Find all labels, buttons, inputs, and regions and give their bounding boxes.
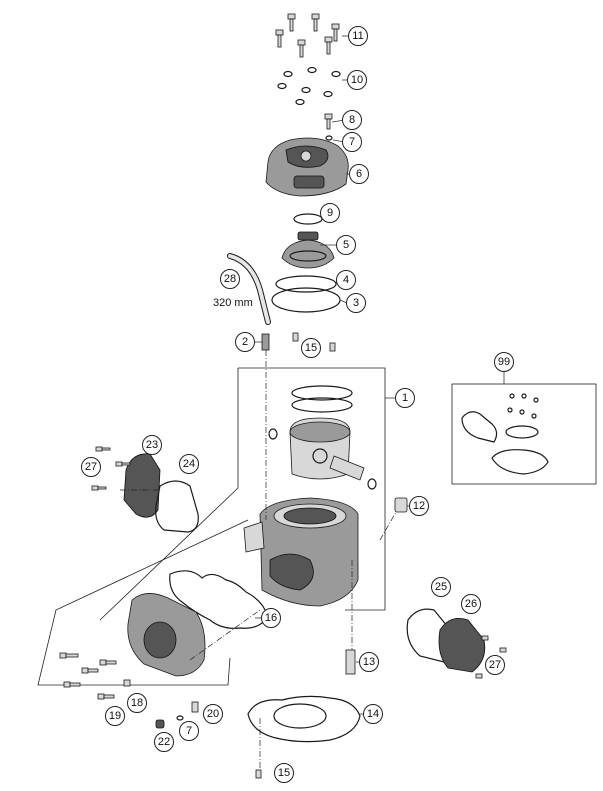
valve-cover-gasket bbox=[155, 480, 199, 533]
svg-text:99: 99 bbox=[498, 356, 510, 368]
callout-11: 11 bbox=[348, 26, 368, 46]
svg-text:24: 24 bbox=[183, 458, 195, 470]
svg-text:11: 11 bbox=[352, 30, 363, 42]
callout-6: 6 bbox=[349, 164, 369, 184]
callout-27-left: 27 bbox=[81, 457, 101, 477]
callout-7-top: 7 bbox=[342, 132, 362, 152]
svg-text:27: 27 bbox=[489, 659, 501, 671]
callout-25: 25 bbox=[431, 577, 451, 597]
callout-18: 18 bbox=[127, 693, 147, 713]
svg-text:8: 8 bbox=[349, 114, 355, 126]
svg-text:12: 12 bbox=[413, 500, 425, 512]
callout-2: 2 bbox=[235, 332, 255, 352]
hex-nut bbox=[394, 497, 408, 513]
svg-text:19: 19 bbox=[109, 710, 121, 722]
callout-99: 99 bbox=[494, 352, 514, 372]
callout-1: 1 bbox=[395, 388, 415, 408]
callout-14: 14 bbox=[363, 704, 383, 724]
side-cover bbox=[438, 617, 486, 673]
combustion-chamber-insert bbox=[281, 231, 335, 269]
callout-24: 24 bbox=[179, 454, 199, 474]
cylinder-body bbox=[243, 497, 359, 607]
svg-text:13: 13 bbox=[363, 656, 375, 668]
callout-15-bottom: 15 bbox=[274, 763, 294, 783]
svg-text:15: 15 bbox=[305, 342, 317, 354]
svg-text:27: 27 bbox=[85, 461, 97, 473]
callout-13: 13 bbox=[359, 652, 379, 672]
callout-12: 12 bbox=[409, 496, 429, 516]
circlip-left bbox=[268, 428, 278, 440]
piston-pin bbox=[329, 455, 365, 481]
callout-27-right: 27 bbox=[485, 655, 505, 675]
svg-text:9: 9 bbox=[327, 207, 333, 219]
o-ring-small bbox=[275, 275, 337, 293]
dowel-pin-bottom bbox=[255, 769, 262, 779]
svg-text:15: 15 bbox=[278, 767, 290, 779]
svg-text:22: 22 bbox=[158, 736, 170, 748]
assembly-centerlines bbox=[120, 350, 397, 770]
callout-9: 9 bbox=[320, 203, 340, 223]
svg-text:7: 7 bbox=[349, 136, 355, 148]
callout-22: 22 bbox=[154, 732, 174, 752]
callout-3: 3 bbox=[346, 293, 366, 313]
svg-text:6: 6 bbox=[356, 168, 362, 180]
valve-cover-screws bbox=[91, 446, 131, 491]
svg-text:7: 7 bbox=[186, 725, 192, 737]
callout-7-bottom: 7 bbox=[179, 721, 199, 741]
cylinder-assembly-frame bbox=[37, 367, 386, 686]
cylinder-stud bbox=[345, 649, 356, 675]
hose-length-label: 320 mm bbox=[213, 297, 253, 309]
piston-rings bbox=[291, 385, 353, 413]
svg-text:28: 28 bbox=[224, 273, 236, 285]
bracket-parts bbox=[155, 701, 199, 729]
gasket-kit-box bbox=[451, 383, 597, 485]
cylinder-base-gasket bbox=[247, 695, 361, 743]
callout-8: 8 bbox=[342, 110, 362, 130]
lower-screws bbox=[59, 652, 131, 700]
callout-4: 4 bbox=[336, 270, 356, 290]
callout-26: 26 bbox=[461, 594, 481, 614]
svg-text:2: 2 bbox=[242, 336, 248, 348]
circlip-right bbox=[367, 478, 377, 490]
svg-text:5: 5 bbox=[343, 239, 349, 251]
callout-20: 20 bbox=[203, 704, 223, 724]
svg-text:16: 16 bbox=[265, 612, 277, 624]
valve-cover bbox=[123, 453, 161, 518]
callout-5: 5 bbox=[336, 235, 356, 255]
dowel-pins-top bbox=[292, 332, 336, 352]
callout-15-top: 15 bbox=[301, 338, 321, 358]
callout-23: 23 bbox=[142, 435, 162, 455]
cylinder-head-bolts bbox=[275, 13, 340, 58]
svg-text:25: 25 bbox=[435, 581, 447, 593]
callout-10: 10 bbox=[347, 70, 367, 90]
exhaust-control-housing bbox=[127, 593, 206, 677]
callout-28: 28 bbox=[220, 269, 240, 289]
svg-text:14: 14 bbox=[367, 708, 379, 720]
svg-text:23: 23 bbox=[146, 439, 158, 451]
cylinder-head bbox=[265, 137, 349, 197]
svg-text:26: 26 bbox=[465, 598, 477, 610]
head-o-ring bbox=[293, 213, 323, 225]
svg-text:20: 20 bbox=[207, 708, 219, 720]
sealing-washers bbox=[277, 66, 341, 106]
callout-19: 19 bbox=[105, 706, 125, 726]
svg-text:4: 4 bbox=[343, 274, 349, 286]
svg-text:18: 18 bbox=[131, 697, 143, 709]
svg-text:3: 3 bbox=[353, 297, 359, 309]
hose-nipple bbox=[261, 333, 270, 351]
svg-text:1: 1 bbox=[402, 392, 408, 404]
head-screw bbox=[324, 113, 333, 141]
side-cover-screws bbox=[475, 635, 507, 679]
svg-text:10: 10 bbox=[351, 74, 363, 86]
callout-16: 16 bbox=[261, 608, 281, 628]
